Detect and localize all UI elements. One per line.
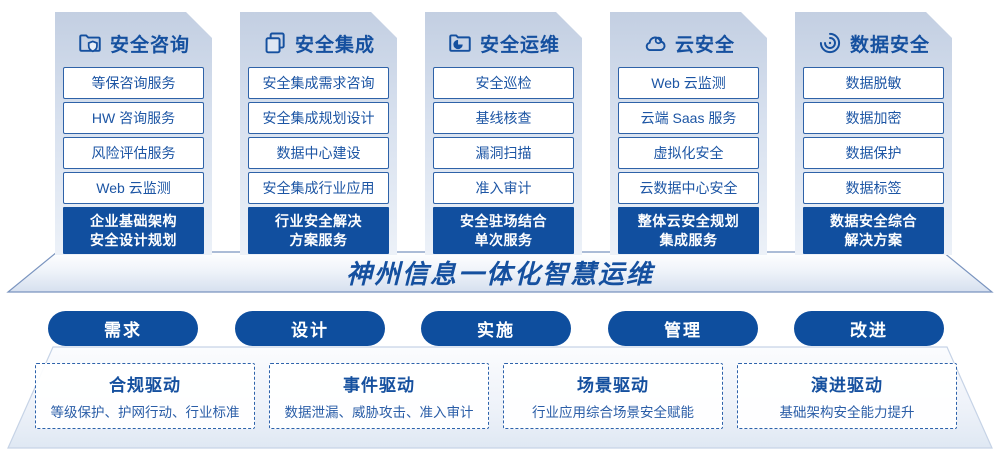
driver-title: 合规驱动 xyxy=(109,376,181,395)
driver-compliance: 合规驱动 等级保护、护网行动、行业标准 xyxy=(35,363,255,429)
banner-title: 神州信息一体化智慧运维 xyxy=(345,258,654,289)
panel-header: 安全运维 xyxy=(425,29,582,57)
panel-header: 安全咨询 xyxy=(55,29,212,57)
driver-title: 事件驱动 xyxy=(343,376,415,395)
service-item: 安全集成需求咨询 xyxy=(248,67,389,99)
highlight-service: 企业基础架构 安全设计规划 xyxy=(63,207,204,254)
highlight-service: 安全驻场结合 单次服务 xyxy=(433,207,574,254)
panel-security-consulting: 安全咨询 等保咨询服务 HW 咨询服务 风险评估服务 Web 云监测 企业基础架… xyxy=(55,12,212,255)
highlight-service: 整体云安全规划 集成服务 xyxy=(618,207,759,254)
service-item: HW 咨询服务 xyxy=(63,102,204,134)
driver-desc: 等级保护、护网行动、行业标准 xyxy=(50,405,240,420)
service-item: 数据加密 xyxy=(803,102,944,134)
driver-desc: 数据泄漏、威胁攻击、准入审计 xyxy=(284,405,474,420)
service-item: 准入审计 xyxy=(433,172,574,204)
service-item: Web 云监测 xyxy=(618,67,759,99)
process-pill-management: 管理 xyxy=(608,311,758,346)
service-item: Web 云监测 xyxy=(63,172,204,204)
service-item: 漏洞扫描 xyxy=(433,137,574,169)
panel-cloud-security: 云安全 Web 云监测 云端 Saas 服务 虚拟化安全 云数据中心安全 整体云… xyxy=(610,12,767,255)
driver-scenario: 场景驱动 行业应用综合场景安全赋能 xyxy=(503,363,723,429)
panel-security-operations: 安全运维 安全巡检 基线核查 漏洞扫描 准入审计 安全驻场结合 单次服务 xyxy=(425,12,582,255)
service-item: 安全集成行业应用 xyxy=(248,172,389,204)
service-item: 云数据中心安全 xyxy=(618,172,759,204)
service-item: 数据标签 xyxy=(803,172,944,204)
service-item: 安全巡检 xyxy=(433,67,574,99)
service-item: 安全集成规划设计 xyxy=(248,102,389,134)
driver-desc: 行业应用综合场景安全赋能 xyxy=(532,405,694,420)
folder-shield-icon xyxy=(79,34,101,53)
panel-header: 安全集成 xyxy=(240,29,397,57)
cloud-icon xyxy=(645,36,666,52)
fingerprint-icon xyxy=(819,32,841,54)
highlight-service: 行业安全解决 方案服务 xyxy=(248,207,389,254)
service-item: 等保咨询服务 xyxy=(63,67,204,99)
service-item: 数据保护 xyxy=(803,137,944,169)
panel-title: 安全集成 xyxy=(294,34,375,56)
driver-desc: 基础架构安全能力提升 xyxy=(779,405,915,420)
panel-title: 云安全 xyxy=(674,34,735,56)
service-item: 数据中心建设 xyxy=(248,137,389,169)
process-pill-demand: 需求 xyxy=(48,311,198,346)
service-item: 数据脱敏 xyxy=(803,67,944,99)
service-item: 虚拟化安全 xyxy=(618,137,759,169)
panel-title: 安全运维 xyxy=(479,34,560,56)
panel-title: 数据安全 xyxy=(849,34,930,56)
panel-header: 数据安全 xyxy=(795,29,952,57)
panel-title: 安全咨询 xyxy=(109,34,190,56)
panel-data-security: 数据安全 数据脱敏 数据加密 数据保护 数据标签 数据安全综合 解决方案 xyxy=(795,12,952,255)
panel-security-integration: 安全集成 安全集成需求咨询 安全集成规划设计 数据中心建设 安全集成行业应用 行… xyxy=(240,12,397,255)
process-pill-design: 设计 xyxy=(235,311,385,346)
folder-clock-icon xyxy=(449,34,471,52)
highlight-service: 数据安全综合 解决方案 xyxy=(803,207,944,254)
service-item: 风险评估服务 xyxy=(63,137,204,169)
driver-title: 演进驱动 xyxy=(811,376,883,395)
driver-title: 场景驱动 xyxy=(577,376,649,395)
documents-icon xyxy=(265,32,285,54)
service-item: 基线核查 xyxy=(433,102,574,134)
driver-event: 事件驱动 数据泄漏、威胁攻击、准入审计 xyxy=(269,363,489,429)
process-pill-implementation: 实施 xyxy=(421,311,571,346)
driver-evolution: 演进驱动 基础架构安全能力提升 xyxy=(737,363,957,429)
panel-header: 云安全 xyxy=(610,29,767,57)
process-pill-improvement: 改进 xyxy=(794,311,944,346)
service-item: 云端 Saas 服务 xyxy=(618,102,759,134)
